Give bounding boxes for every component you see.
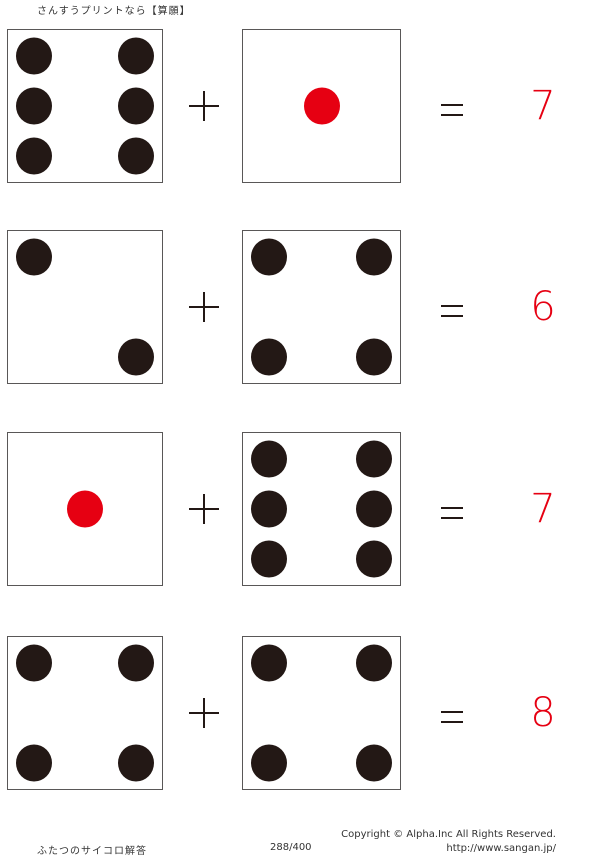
answer-value: 8 — [530, 690, 556, 736]
pip-icon — [251, 440, 287, 478]
pip-icon — [16, 744, 52, 782]
problem-row: 6 — [0, 230, 600, 386]
right-die — [242, 29, 401, 183]
problem-row: 7 — [0, 29, 600, 185]
right-die — [242, 636, 401, 790]
center-pip-icon — [303, 87, 340, 125]
left-die — [7, 636, 163, 790]
pip-icon — [118, 37, 154, 75]
plus-icon — [189, 494, 219, 524]
pip-icon — [356, 540, 392, 578]
pip-icon — [118, 644, 154, 682]
pip-icon — [251, 238, 287, 276]
site-url[interactable]: http://www.sangan.jp/ — [446, 843, 556, 854]
answer-value: 7 — [530, 486, 556, 532]
pip-icon — [356, 744, 392, 782]
pip-icon — [118, 87, 154, 125]
answer-value: 6 — [530, 284, 556, 330]
pip-icon — [118, 744, 154, 782]
left-die — [7, 432, 163, 586]
copyright-text: Copyright © Alpha.Inc All Rights Reserve… — [341, 829, 556, 840]
site-header: さんすうプリントなら【算願】 — [37, 6, 191, 17]
right-die — [242, 432, 401, 586]
pip-icon — [16, 87, 52, 125]
pip-icon — [251, 644, 287, 682]
pip-icon — [16, 137, 52, 175]
pip-icon — [251, 744, 287, 782]
pip-icon — [118, 338, 154, 376]
answer-value: 7 — [530, 83, 556, 129]
left-die — [7, 230, 163, 384]
left-die — [7, 29, 163, 183]
pip-icon — [356, 338, 392, 376]
plus-icon — [189, 91, 219, 121]
problem-row: 8 — [0, 636, 600, 792]
pip-icon — [118, 137, 154, 175]
right-die — [242, 230, 401, 384]
plus-icon — [189, 698, 219, 728]
pip-icon — [16, 238, 52, 276]
worksheet-name: ふたつのサイコロ解答 — [37, 846, 147, 857]
plus-icon — [189, 292, 219, 322]
pip-icon — [251, 540, 287, 578]
pip-icon — [16, 37, 52, 75]
problem-row: 7 — [0, 432, 600, 588]
center-pip-icon — [67, 490, 103, 528]
pip-icon — [356, 238, 392, 276]
equals-icon — [441, 507, 463, 519]
pip-icon — [251, 490, 287, 528]
equals-icon — [441, 305, 463, 317]
pip-icon — [356, 490, 392, 528]
equals-icon — [441, 711, 463, 723]
pip-icon — [251, 338, 287, 376]
pip-icon — [356, 440, 392, 478]
page-number: 288/400 — [270, 842, 312, 853]
pip-icon — [16, 644, 52, 682]
equals-icon — [441, 104, 463, 116]
pip-icon — [356, 644, 392, 682]
